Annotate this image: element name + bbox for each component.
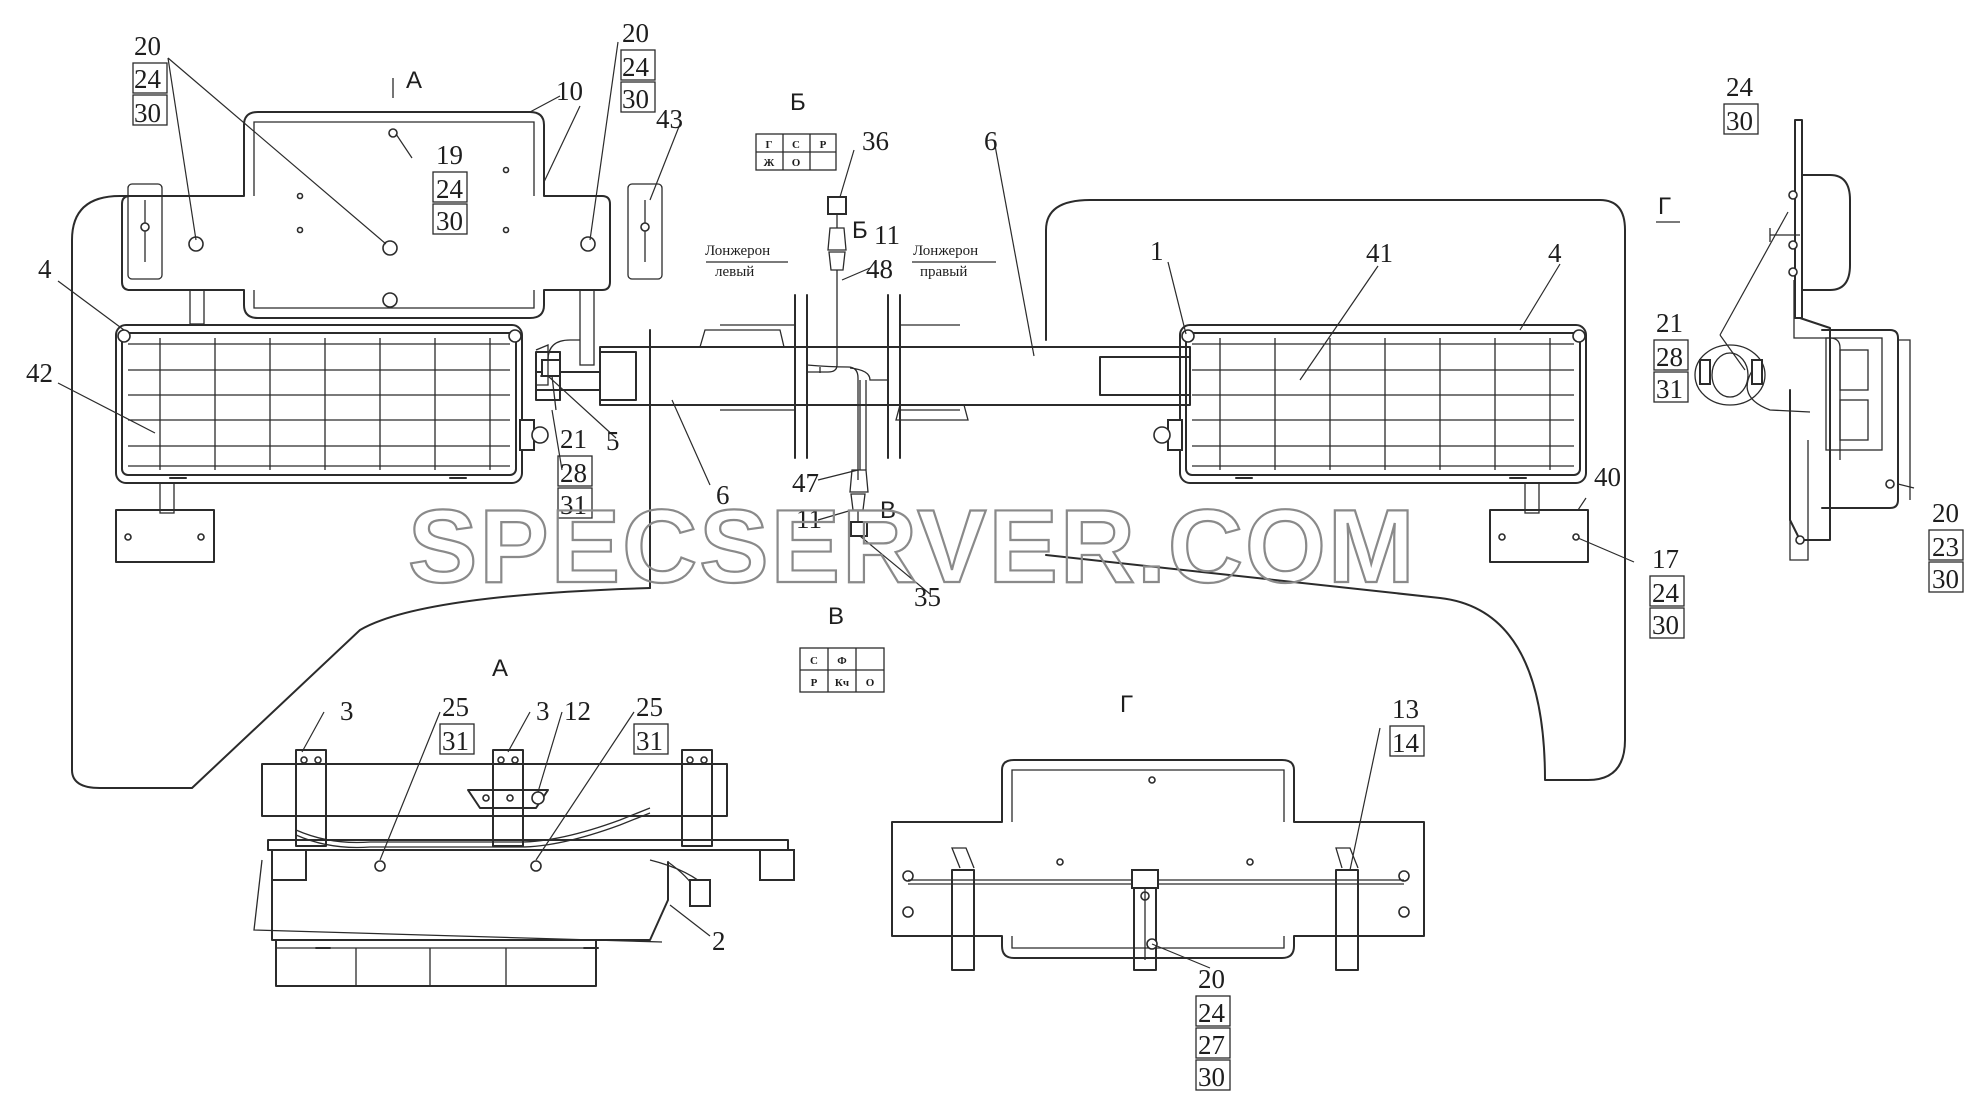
bracket-plate-left (121, 111, 663, 366)
callout-24-c: 24 (436, 174, 464, 204)
callout-1: 1 (1150, 236, 1164, 266)
view-label-b-top: Б (790, 89, 806, 116)
callout-3-b: 3 (536, 696, 550, 726)
view-g-detail (891, 759, 1425, 971)
connector-b-pin-zh: Ж (764, 157, 775, 169)
callout-3-a: 3 (340, 696, 354, 726)
callout-43: 43 (656, 104, 683, 134)
callout-14: 14 (1392, 728, 1420, 758)
connector-b-plug (807, 196, 847, 373)
watermark-text: SPECSERVER.COM (408, 489, 1417, 605)
view-label-g-right: Г (1658, 193, 1671, 220)
callout-30-c: 30 (436, 206, 463, 236)
callout-21-a: 21 (560, 424, 587, 454)
callout-11-a: 11 (874, 220, 900, 250)
connector-b-pin-s: С (792, 139, 800, 151)
view-label-b-inline: Б (852, 217, 868, 244)
spar-right-label-line2: правый (920, 264, 967, 280)
callout-30-e: 30 (1652, 610, 1679, 640)
callout-30-d: 30 (1726, 106, 1753, 136)
callout-31-d: 31 (636, 726, 663, 756)
connector-v-pin-r: Р (811, 677, 818, 689)
view-label-a-top: А (406, 67, 422, 94)
spar-left-label-line2: левый (715, 264, 754, 280)
cross-member-tube (535, 294, 1191, 470)
callout-30-b: 30 (622, 84, 649, 114)
callout-30-a: 30 (134, 98, 161, 128)
callout-20-d: 20 (1198, 964, 1225, 994)
callout-19: 19 (436, 140, 463, 170)
callout-28-a: 28 (560, 458, 587, 488)
callout-24-a: 24 (134, 64, 162, 94)
callout-47: 47 (792, 468, 819, 498)
callout-36: 36 (862, 126, 889, 156)
callout-41: 41 (1366, 238, 1393, 268)
view-labels: А Б Г Б В В А Г (392, 67, 1680, 718)
callout-20-c: 20 (1932, 498, 1959, 528)
callout-31-c: 31 (442, 726, 469, 756)
callout-25-b: 25 (636, 692, 663, 722)
callout-5: 5 (606, 426, 620, 456)
side-view-g (1694, 119, 1911, 561)
connector-v-plug (849, 469, 869, 537)
callout-20-a: 20 (134, 31, 161, 61)
callout-48: 48 (866, 254, 893, 284)
callout-23: 23 (1932, 532, 1959, 562)
connector-v-pin-s: С (810, 655, 818, 667)
leader-lines (57, 41, 1915, 969)
callout-31-b: 31 (1656, 374, 1683, 404)
connector-v-pin-o: О (866, 677, 875, 689)
spar-labels: Лонжерон левый Лонжерон правый (705, 243, 996, 280)
callout-2: 2 (712, 926, 726, 956)
callout-17: 17 (1652, 544, 1679, 574)
callout-31-a: 31 (560, 490, 587, 520)
callout-24-d: 24 (1726, 72, 1754, 102)
callout-42: 42 (26, 358, 53, 388)
callout-28-b: 28 (1656, 342, 1683, 372)
view-label-v-inline: В (880, 497, 896, 524)
callout-30-g: 30 (1198, 1062, 1225, 1092)
connector-v-table: С Ф Р Кч О (799, 647, 885, 693)
callout-40: 40 (1594, 462, 1621, 492)
callout-11-b: 11 (796, 504, 822, 534)
connector-b-pin-r: Р (820, 139, 827, 151)
lamp-housing-right (1153, 324, 1589, 563)
view-a-detail (253, 749, 795, 987)
connector-b-table: Г С Р Ж О (755, 133, 837, 171)
callout-12: 12 (564, 696, 591, 726)
callout-24-f: 24 (1198, 998, 1226, 1028)
callout-21-b: 21 (1656, 308, 1683, 338)
lamp-housing-left (115, 324, 549, 563)
wiring-left (535, 339, 580, 411)
callout-30-f: 30 (1932, 564, 1959, 594)
callout-27: 27 (1198, 1030, 1225, 1060)
callout-35: 35 (914, 582, 941, 612)
connector-b-pin-g: Г (766, 139, 773, 151)
callout-6-b: 6 (716, 480, 730, 510)
callout-4-b: 4 (1548, 238, 1562, 268)
callout-4-a: 4 (38, 254, 52, 284)
callout-6-a: 6 (984, 126, 998, 156)
spar-right-label-line1: Лонжерон (913, 243, 978, 259)
view-label-a-bottom: А (492, 655, 508, 682)
callout-10: 10 (556, 76, 583, 106)
callout-24-e: 24 (1652, 578, 1680, 608)
cab-outline (71, 195, 1626, 789)
callout-13: 13 (1392, 694, 1419, 724)
callout-20-b: 20 (622, 18, 649, 48)
callout-24-b: 24 (622, 52, 650, 82)
callouts: 20 24 30 20 24 30 10 43 19 24 30 36 11 4… (26, 18, 1964, 1092)
spar-left-label-line1: Лонжерон (705, 243, 770, 259)
connector-b-pin-o: О (792, 157, 801, 169)
callout-25-a: 25 (442, 692, 469, 722)
view-label-v-title: В (828, 603, 844, 630)
connector-v-pin-f: Ф (837, 655, 847, 667)
view-label-g-bottom: Г (1120, 691, 1133, 718)
connector-v-pin-kch: Кч (835, 677, 849, 689)
